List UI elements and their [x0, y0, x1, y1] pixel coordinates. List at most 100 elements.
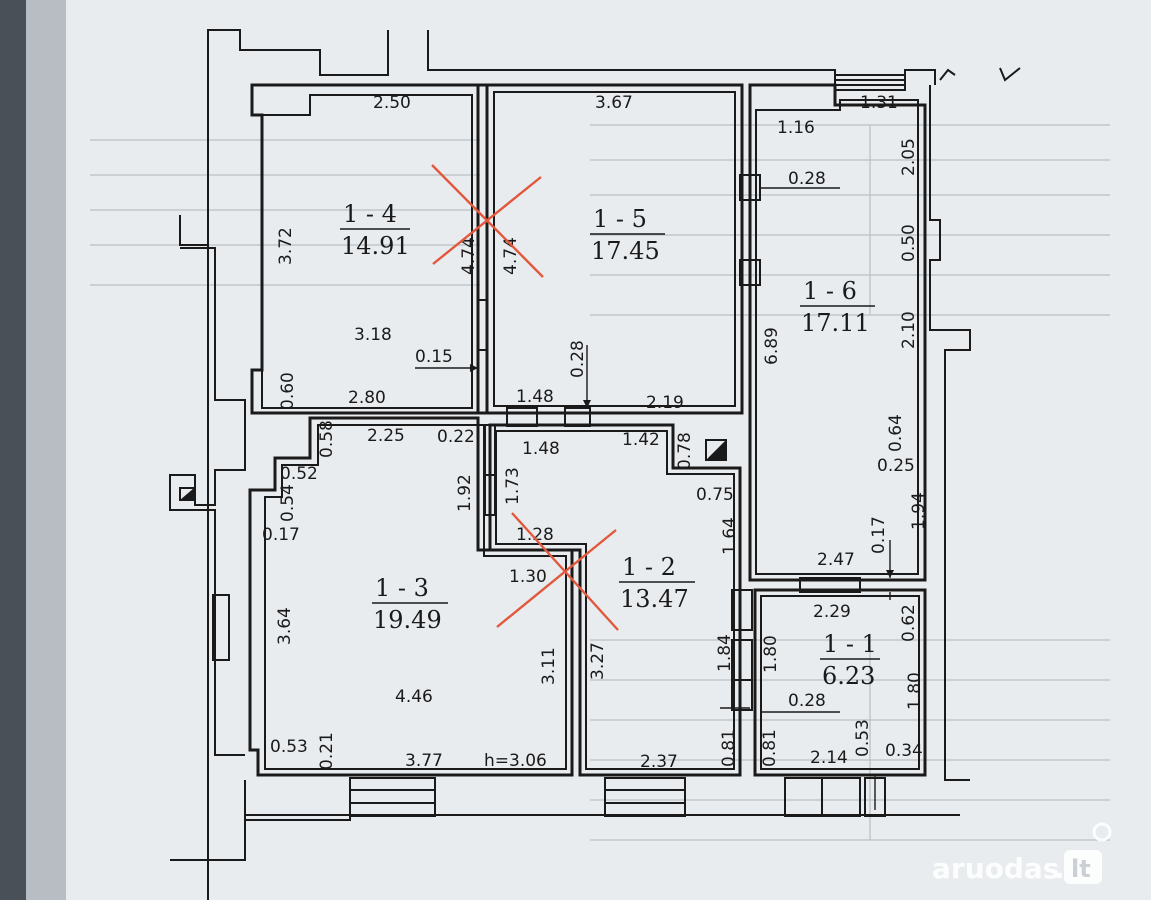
vent-symbol-2 [179, 487, 195, 501]
dimension-label: 0.15 [415, 347, 453, 367]
dimension-label: 1.84 [715, 634, 735, 672]
room-1-5-inner [493, 91, 736, 407]
dimension-label: 2.10 [899, 311, 919, 349]
corner-marker [939, 68, 956, 81]
dimension-label: 0.60 [278, 372, 298, 410]
room-1-6-inner [755, 99, 919, 575]
window-bottom-middle [604, 777, 686, 817]
dimension-label: 1.80 [905, 672, 925, 710]
dimension-label: 3.27 [588, 642, 608, 680]
vent-symbol-1 [705, 439, 727, 461]
room-1-2-outline [488, 423, 742, 777]
room-label-1-6: 1 - 6 17.11 [800, 277, 875, 337]
dimension-label: 3.11 [539, 647, 559, 685]
dimension-label: 0.81 [760, 729, 780, 767]
dimension-label: 2.80 [348, 388, 386, 408]
dimension-label: 0.53 [270, 737, 308, 757]
dimensions-room-1-5: 3.67 4.74 1.48 2.19 0.28 [501, 93, 684, 413]
room-label-1-2: 1 - 2 13.47 [619, 553, 695, 613]
watermark-logo: aruodas . lt [932, 822, 1112, 885]
room-id: 1 - 5 [593, 205, 647, 233]
dimension-label: 0.21 [317, 732, 337, 770]
dimension-label: 2.47 [817, 550, 855, 570]
dimension-label: 3.18 [354, 325, 392, 345]
room-area: 17.11 [801, 309, 870, 337]
dimension-label: 1.48 [516, 387, 554, 407]
dimension-label: 0.28 [788, 691, 826, 711]
room-id: 1 - 4 [343, 200, 397, 228]
dimensions-room-1-6: 1.16 1.31 2.05 0.50 2.10 6.89 0.28 0.64 … [762, 93, 929, 570]
dimension-label: 2.37 [640, 752, 678, 772]
dimension-label: 0.17 [262, 525, 300, 545]
corner-marker-tail [999, 67, 1021, 82]
dimension-label: 1.28 [516, 525, 554, 545]
dimension-label: 3.72 [276, 227, 296, 265]
room-id: 1 - 2 [622, 553, 676, 581]
room-1-1-outline [753, 588, 927, 777]
dimension-label: 1.30 [509, 567, 547, 587]
height-label: h=3.06 [484, 751, 547, 771]
dimension-label: 1.80 [761, 635, 781, 673]
room-area: 19.49 [373, 606, 442, 634]
room-area: 14.91 [341, 232, 410, 260]
room-id: 1 - 3 [375, 574, 429, 602]
dimension-label: 4.74 [501, 237, 521, 275]
room-label-1-4: 1 - 4 14.91 [340, 200, 410, 260]
dimension-label: 0.58 [317, 420, 337, 458]
dimensions-room-1-4: 2.50 3.72 3.18 4.74 2.80 0.60 0.15 [276, 93, 479, 410]
dimension-label: 2.19 [646, 393, 684, 413]
room-id: 1 - 6 [803, 277, 857, 305]
window-bottom-left [349, 777, 436, 817]
room-1-6-outline [748, 83, 927, 582]
dimensions-room-1-3: 2.25 0.58 0.52 0.54 0.17 0.22 1.92 3.64 … [262, 420, 559, 771]
dimension-label: 0.53 [853, 719, 873, 757]
dimension-label: 0.22 [437, 427, 475, 447]
dimension-label: 1.92 [455, 474, 475, 512]
left-shadow-edge [0, 0, 26, 900]
dimension-label: 0.25 [877, 456, 915, 476]
dimension-label: 0.81 [719, 729, 739, 767]
dimension-label: 0.78 [675, 432, 695, 470]
dimension-label: 0.75 [696, 485, 734, 505]
dimension-label: 6.89 [762, 327, 782, 365]
watermark-name: aruodas [932, 852, 1059, 885]
dimension-label: 2.05 [899, 138, 919, 176]
dimension-label: 0.34 [885, 741, 923, 761]
dimensions-room-1-2: 1.48 1.42 0.78 1.73 1.28 0.75 1.64 3.27 … [503, 430, 740, 772]
dimension-label: 0.64 [886, 414, 906, 452]
left-shadow-gradient [26, 0, 66, 900]
dimension-label: 3.64 [275, 607, 295, 645]
room-1-2-inner [495, 430, 735, 770]
dimension-label: 0.52 [280, 464, 318, 484]
dimension-label: 0.54 [278, 484, 298, 522]
watermark-tld-box [1064, 850, 1102, 884]
room-label-1-5: 1 - 5 17.45 [590, 205, 665, 265]
watermark-dot: . [1054, 852, 1065, 885]
dimension-label: 1.42 [622, 430, 660, 450]
dimension-label: 2.25 [367, 426, 405, 446]
room-1-4-inner [261, 94, 473, 409]
dimension-label: 1.73 [503, 467, 523, 505]
room-area: 13.47 [620, 585, 689, 613]
dimension-label: 0.28 [788, 169, 826, 189]
dimension-label: 0.28 [568, 340, 588, 378]
room-label-1-1: 1 - 1 6.23 [820, 630, 880, 690]
cross-mark-partition-14-15 [431, 164, 544, 278]
partition-14-15 [476, 83, 489, 415]
dimension-label: 4.46 [395, 687, 433, 707]
dimension-label: 1.64 [720, 517, 740, 555]
room-1-3-outline [248, 416, 574, 777]
room-area: 6.23 [822, 662, 875, 690]
dimension-label: 2.14 [810, 748, 848, 768]
background-table-ghost [90, 124, 1110, 841]
room-id: 1 - 1 [823, 630, 877, 658]
cross-mark-partition-13-12 [496, 512, 619, 631]
dimension-label: 1.31 [860, 93, 898, 113]
dimension-label: 4.74 [459, 237, 479, 275]
dimension-label: 0.17 [869, 516, 889, 554]
dimension-label: 2.50 [373, 93, 411, 113]
dimension-label: 0.50 [899, 224, 919, 262]
dimension-label: 3.77 [405, 751, 443, 771]
